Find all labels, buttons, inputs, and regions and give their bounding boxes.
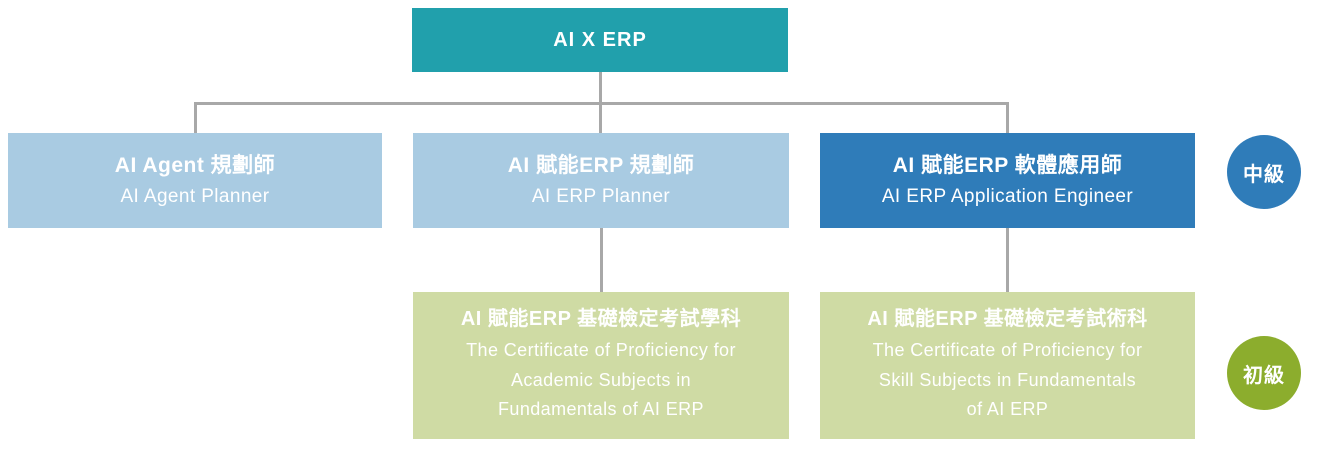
node-subtitle: The Certificate of Proficiency for Skill…	[872, 339, 1143, 420]
connector-right-drop	[1006, 102, 1009, 133]
connector-left-drop	[194, 102, 197, 133]
node-ai-erp-application-engineer: AI 賦能ERP 軟體應用師 AI ERP Application Engine…	[820, 133, 1195, 228]
node-title: AI 賦能ERP 規劃師	[507, 153, 695, 177]
badge-label: 中級	[1243, 163, 1285, 186]
node-academic-subjects-exam: AI 賦能ERP 基礎檢定考試學科 The Certificate of Pro…	[413, 292, 789, 439]
node-title: AI 賦能ERP 基礎檢定考試學科	[460, 307, 742, 330]
level-badge-elementary: 初級	[1227, 336, 1301, 410]
node-subtitle: AI ERP Planner	[531, 185, 671, 207]
node-subtitle: AI Agent Planner	[120, 185, 270, 207]
node-ai-agent-planner: AI Agent 規劃師 AI Agent Planner	[8, 133, 382, 228]
node-subtitle: AI ERP Application Engineer	[881, 185, 1134, 207]
connector-appeng-to-skill	[1006, 228, 1009, 292]
node-ai-x-erp: AI X ERP	[412, 8, 788, 72]
connector-horizontal	[194, 102, 1009, 105]
node-title: AI Agent 規劃師	[114, 153, 276, 177]
node-title: AI 賦能ERP 基礎檢定考試術科	[867, 307, 1148, 330]
node-subtitle: The Certificate of Proficiency for Acade…	[466, 339, 736, 420]
node-skill-subjects-exam: AI 賦能ERP 基礎檢定考試術科 The Certificate of Pro…	[820, 292, 1195, 439]
level-badge-intermediate: 中級	[1227, 135, 1301, 209]
node-ai-erp-planner: AI 賦能ERP 規劃師 AI ERP Planner	[413, 133, 789, 228]
node-title: AI 賦能ERP 軟體應用師	[892, 153, 1123, 177]
badge-label: 初級	[1243, 364, 1285, 387]
connector-planner-to-academic	[600, 228, 603, 292]
node-title: AI X ERP	[553, 29, 647, 51]
